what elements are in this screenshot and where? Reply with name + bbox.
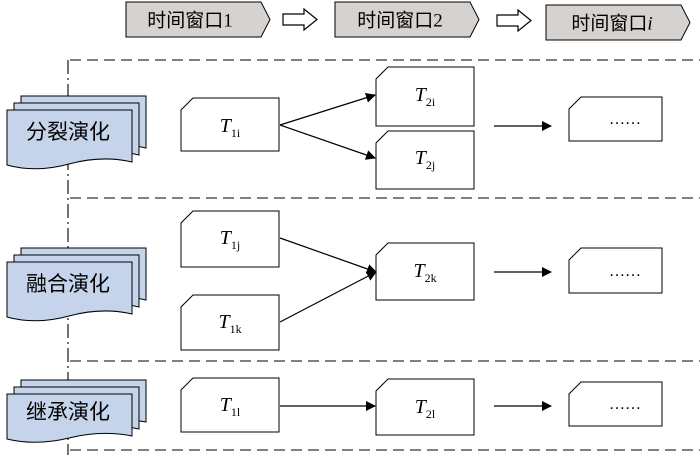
node-inherit-3: …… [568, 381, 663, 427]
node-inherit-2: T2l [375, 378, 475, 436]
svg-text:T2k: T2k [413, 260, 436, 285]
node-inherit-1: T1l [180, 377, 280, 433]
row-merge: 融合演化 T1j T1k T2k …… [6, 210, 663, 351]
node-split-3: …… [568, 96, 663, 142]
svg-text:T2l: T2l [415, 396, 436, 421]
node-merge-3-text: …… [609, 263, 641, 280]
node-split-3-text: …… [609, 111, 641, 128]
node-split-2-1: T2i [375, 66, 475, 127]
arrow-split-down [279, 124, 376, 160]
node-split-1-1: T1i [180, 97, 280, 152]
arrow-split-up [279, 92, 376, 126]
time-window-1-label: 时间窗口1 [147, 10, 233, 32]
arrow-merge-from-bottom [279, 271, 377, 323]
svg-text:T1l: T1l [220, 394, 241, 419]
svg-text:T2i: T2i [415, 84, 436, 109]
svg-text:T1i: T1i [220, 115, 241, 140]
row-label-inherit-text: 继承演化 [26, 400, 110, 424]
window-arrow-1-icon [282, 7, 318, 32]
row-label-split: 分裂演化 [6, 95, 147, 170]
node-merge-2: T2k [375, 242, 475, 301]
svg-text:T1k: T1k [218, 311, 241, 336]
node-split-2-2: T2j [375, 130, 475, 190]
node-merge-3: …… [568, 247, 663, 294]
node-merge-1-2: T1k [180, 294, 280, 351]
node-inherit-3-text: …… [609, 396, 641, 413]
row-label-merge: 融合演化 [6, 247, 147, 322]
time-window-1: 时间窗口1 [125, 1, 271, 38]
dashed-frame [70, 59, 700, 451]
node-merge-1-1: T1j [180, 210, 280, 268]
window-arrow-2-icon [496, 8, 532, 33]
row-label-inherit: 继承演化 [6, 379, 147, 443]
time-window-i-label: 时间窗口i [571, 13, 652, 35]
row-split: 分裂演化 T1i T2i T2j …… [6, 66, 663, 190]
time-window-header: 时间窗口1 时间窗口2 时间窗口i [125, 1, 691, 41]
time-window-2: 时间窗口2 [334, 1, 480, 38]
arrow-merge-from-top [279, 237, 377, 274]
time-window-i: 时间窗口i [545, 4, 691, 41]
row-label-merge-text: 融合演化 [26, 272, 110, 296]
row-label-split-text: 分裂演化 [26, 120, 110, 144]
svg-text:T2j: T2j [415, 147, 435, 172]
time-window-2-label: 时间窗口2 [357, 10, 443, 32]
svg-text:T1j: T1j [220, 227, 240, 252]
row-inherit: 继承演化 T1l T2l …… [6, 377, 663, 443]
